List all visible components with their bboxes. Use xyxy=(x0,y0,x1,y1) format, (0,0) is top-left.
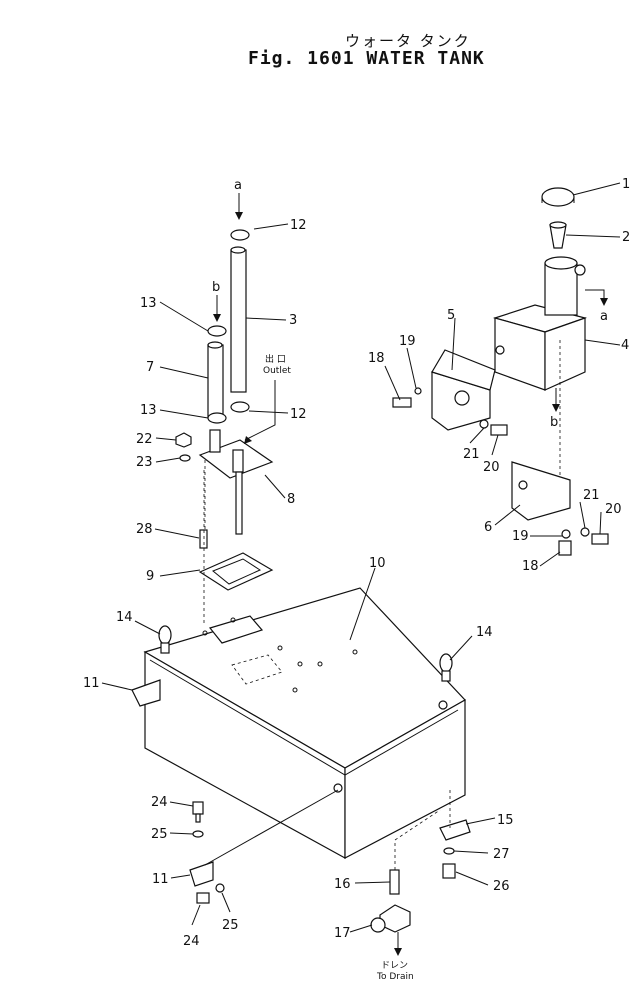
callout-6: 6 xyxy=(484,520,492,535)
title-japanese: ウォータ タンク xyxy=(345,32,471,50)
lifting-eye-left xyxy=(158,625,172,654)
nut-22 xyxy=(175,432,192,448)
mount-bracket-11-bottom xyxy=(189,789,339,887)
callout-8: 8 xyxy=(287,492,295,507)
washer-27 xyxy=(443,847,455,855)
mount-bracket-15 xyxy=(439,790,471,841)
clamp-12-bottom xyxy=(230,401,250,413)
callout-24-upper: 24 xyxy=(151,795,168,810)
outlet-label-jp: 出 口 xyxy=(265,353,286,365)
callout-17: 17 xyxy=(334,926,351,941)
arrow-label-a-top: a xyxy=(234,178,242,193)
callout-4: 4 xyxy=(621,338,629,353)
drain-label-en: To Drain xyxy=(376,972,414,982)
callout-19-upper: 19 xyxy=(399,334,416,349)
callout-numbers: 1 2 3 4 5 6 7 8 9 10 11 11 12 12 13 13 1… xyxy=(83,177,630,949)
washer-25-upper xyxy=(192,830,204,838)
callout-23: 23 xyxy=(136,455,153,470)
bolt-26 xyxy=(442,863,456,879)
callout-2: 2 xyxy=(622,230,630,245)
callout-14-right: 14 xyxy=(476,625,493,640)
callout-18-upper: 18 xyxy=(368,351,385,366)
gasket-9 xyxy=(198,552,274,591)
arrow-label-b-right: b xyxy=(550,415,558,430)
bolt-24-upper xyxy=(192,801,204,823)
outlet-pointer xyxy=(244,380,276,444)
callout-12-bottom: 12 xyxy=(290,407,307,422)
callout-26: 26 xyxy=(493,879,510,894)
callout-21-lower: 21 xyxy=(583,488,600,503)
outlet-plate xyxy=(198,429,274,535)
clamp-13-top xyxy=(207,325,227,337)
water-tank-body xyxy=(143,587,466,860)
callout-14-left: 14 xyxy=(116,610,133,625)
callout-11-bottom: 11 xyxy=(152,872,169,887)
washer-19-lower xyxy=(561,529,571,539)
bracket-lower xyxy=(511,461,571,521)
callout-11-left: 11 xyxy=(83,676,100,691)
bolt-20-lower xyxy=(591,533,609,545)
flow-arrow-a-top xyxy=(235,193,243,220)
clamp-12-top xyxy=(230,229,250,241)
drain-label-jp: ドレン xyxy=(381,961,408,971)
callout-1: 1 xyxy=(622,177,630,192)
mount-bracket-11-left xyxy=(131,679,161,707)
stud-28 xyxy=(199,529,208,549)
callout-15: 15 xyxy=(497,813,514,828)
callout-9: 9 xyxy=(146,569,154,584)
callout-7: 7 xyxy=(146,360,154,375)
callout-13-top: 13 xyxy=(140,296,157,311)
washer-19-upper xyxy=(414,387,422,395)
pipe-3 xyxy=(230,246,247,393)
callout-5: 5 xyxy=(447,308,455,323)
flow-arrow-b-right xyxy=(552,388,560,412)
bolt-18-upper xyxy=(392,397,412,408)
washer-21-lower xyxy=(580,527,590,537)
hose-7 xyxy=(207,341,224,418)
callout-20-upper: 20 xyxy=(483,460,500,475)
arrow-label-b-top: b xyxy=(212,280,220,295)
callout-25-lower: 25 xyxy=(222,918,239,933)
callout-12-top: 12 xyxy=(290,218,307,233)
callout-18-lower: 18 xyxy=(522,559,539,574)
callout-13-bottom: 13 xyxy=(140,403,157,418)
clamp-13-bottom xyxy=(207,412,227,424)
bolt-20-upper xyxy=(490,424,508,436)
callout-25-upper: 25 xyxy=(151,827,168,842)
callout-3: 3 xyxy=(289,313,297,328)
leader-lines xyxy=(101,182,621,933)
bolt-18-lower xyxy=(558,540,572,556)
callout-10: 10 xyxy=(369,556,386,571)
washer-25-lower xyxy=(215,883,225,893)
filler-strainer xyxy=(549,221,567,249)
callout-28: 28 xyxy=(136,522,153,537)
bracket-upper xyxy=(431,349,496,431)
bolt-24-lower xyxy=(196,892,210,904)
callout-21-upper: 21 xyxy=(463,447,480,462)
drain-cock-17 xyxy=(370,904,411,956)
callout-27: 27 xyxy=(493,847,510,862)
callout-20-lower: 20 xyxy=(605,502,622,517)
callout-24-lower: 24 xyxy=(183,934,200,949)
title-english: Fig. 1601 WATER TANK xyxy=(248,48,485,69)
flow-arrow-a-right xyxy=(585,289,608,306)
flow-arrow-b-top xyxy=(213,295,221,322)
callout-16: 16 xyxy=(334,877,351,892)
filler-cap xyxy=(541,187,575,207)
washer-23 xyxy=(179,454,191,462)
washer-21-upper xyxy=(479,419,489,429)
lifting-eye-right xyxy=(439,653,453,682)
callout-19-lower: 19 xyxy=(512,529,529,544)
callout-22: 22 xyxy=(136,432,153,447)
outlet-label-en: Outlet xyxy=(263,366,291,376)
filler-tank xyxy=(492,256,588,490)
arrow-label-a-right: a xyxy=(600,309,608,324)
